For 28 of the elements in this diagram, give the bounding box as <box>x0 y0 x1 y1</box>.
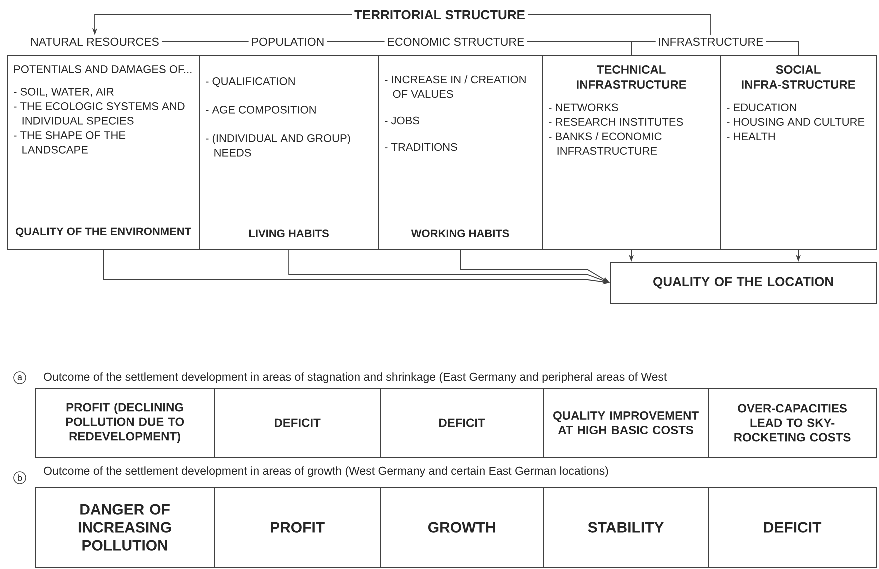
heading-text: ECONOMIC STRUCTURE <box>385 36 527 48</box>
outcome-cell: DANGER OF INCREASING POLLUTION <box>35 487 216 568</box>
category-box: - QUALIFICATION - AGE COMPOSITION - (INDIVIDUAL AND GROUP) NEEDS LIVING HABITS <box>199 55 380 250</box>
caption-text: Outcome of the settlement development in areas of growth (West Germany and certain East German locations) <box>44 466 608 478</box>
outcome-cell: PROFIT (DECLINING POLLUTION DUE TO REDEVELOPMENT) <box>35 388 216 458</box>
heading-text: NATURAL RESOURCES <box>28 36 162 48</box>
outcome-cell: DEFICIT <box>380 388 544 458</box>
connector-line <box>766 42 799 56</box>
outcome-cell: DEFICIT <box>708 487 878 568</box>
outcome-cell: OVER-CAPACITIES LEAD TO SKY-ROCKETING COSTS <box>708 388 878 458</box>
outcome-cell: GROWTH <box>380 487 544 568</box>
connector-line <box>631 42 656 56</box>
category-box: SOCIAL INFRA-STRUCTURE - EDUCATION - HOUSING AND CULTURE - HEALTH <box>720 55 878 250</box>
category-box: POTENTIALS AND DAMAGES OF... - SOIL, WATER, AIR - THE ECOLOGIC SYSTEMS AND INDIVIDUAL SPECIES - THE SHAPE OF THE LANDSCAPE QUALITY OF THE ENVIRONMENT <box>7 55 200 250</box>
result-box: QUALITY OF THE LOCATION <box>610 262 878 304</box>
category-box: - INCREASE IN / CREATION OF VALUES - JOBS - TRADITIONS WORKING HABITS <box>378 55 544 250</box>
heading-text: POPULATION <box>249 36 327 48</box>
heading-text: TERRITORIAL STRUCTURE <box>352 8 528 22</box>
outcome-cell: PROFIT <box>214 487 382 568</box>
outcome-cell: STABILITY <box>543 487 710 568</box>
outcome-cell: QUALITY IMPROVEMENT AT HIGH BASIC COSTS <box>543 388 710 458</box>
outcome-cell: DEFICIT <box>214 388 382 458</box>
circled-letter: a <box>14 372 26 384</box>
heading-text: INFRASTRUCTURE <box>656 36 766 48</box>
caption-text: Outcome of the settlement development in areas of stagnation and shrinkage (East Germany and peripheral areas of West <box>44 372 668 384</box>
category-box: TECHNICAL INFRASTRUCTURE - NETWORKS - RESEARCH INSTITUTES - BANKS / ECONOMIC INFRASTRUCTURE <box>542 55 722 250</box>
circled-letter: b <box>14 472 26 484</box>
connector-line <box>528 14 712 36</box>
